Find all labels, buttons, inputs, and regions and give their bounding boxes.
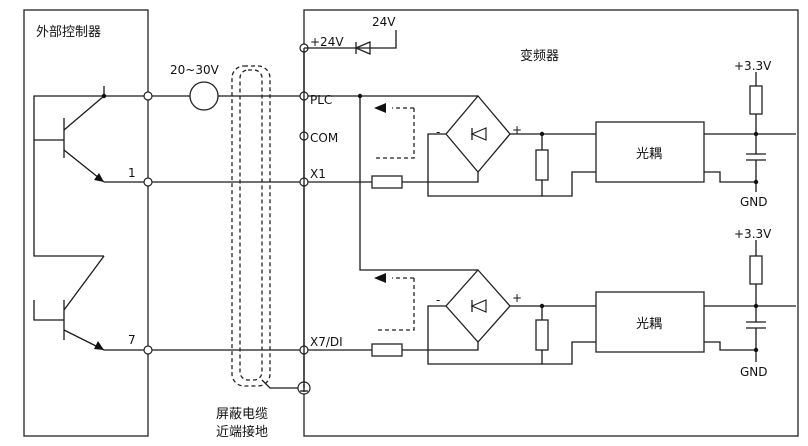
shielded-cable-inner: [239, 69, 263, 381]
bridge-b-minus: -: [436, 293, 440, 307]
optocoupler-b-label: 光耦: [636, 317, 662, 332]
optocoupler-b: [595, 291, 705, 353]
collector-2-wire: [33, 140, 104, 257]
junction-dot: [753, 347, 759, 353]
vfd-label: 变频器: [520, 48, 559, 64]
current-path-a: [376, 108, 415, 159]
shunt-resistor-b: [535, 319, 549, 351]
x7-label: X7/DI: [310, 335, 343, 349]
controller-terminal-7: [143, 345, 153, 355]
voltage-range-label: 20~30V: [170, 63, 220, 77]
shunt-b-return: [427, 350, 543, 365]
plc-label: PLC: [310, 93, 332, 107]
shield-cable-label: 屏蔽电缆: [216, 406, 268, 422]
bridge-b-left-wire: [402, 305, 446, 351]
base-wire-1: [33, 95, 104, 141]
bridge-b-plus: +: [512, 291, 522, 305]
opto-b-cathode-wire: [542, 341, 596, 365]
pullup-resistor-b: [749, 255, 763, 285]
opto-a-gnd-wire: [704, 171, 756, 183]
junction-dot: [753, 303, 759, 309]
power-source-icon: [189, 81, 219, 111]
v33-a-label: +3.3V: [734, 59, 772, 73]
bridge-b-bottom-wire: [428, 342, 479, 351]
com-label: COM: [310, 131, 338, 145]
diode-wire: [304, 30, 397, 49]
shielded-cable-outline: [231, 65, 271, 387]
junction-dot: [753, 131, 759, 137]
optocoupler-a: [595, 121, 705, 183]
plus24v-label: +24V: [310, 35, 344, 49]
external-controller-box: [23, 9, 149, 437]
pullup-resistor-a: [749, 85, 763, 115]
input-resistor-b: [371, 343, 403, 357]
junction-dot: [101, 93, 107, 99]
arrow-a-icon: [374, 103, 386, 113]
diode-icon: [354, 41, 371, 55]
gnd-b-label: GND: [740, 365, 768, 379]
bridge-a-diode: [470, 127, 487, 141]
external-controller-label: 外部控制器: [36, 25, 101, 40]
bridge-a-plus: +: [512, 123, 522, 137]
current-path-b: [376, 278, 415, 331]
opto-a-cathode-wire: [542, 171, 596, 197]
v33-b-label: +3.3V: [734, 227, 772, 241]
terminal-1-label: 1: [128, 166, 136, 180]
controller-terminal-plc: [143, 91, 153, 101]
input-resistor-a: [371, 175, 403, 189]
shunt-resistor-a: [535, 149, 549, 181]
junction-dot: [753, 179, 759, 185]
v24-label: 24V: [372, 15, 396, 29]
base-wire-2: [33, 300, 44, 321]
transistor-1-icon: [44, 95, 105, 183]
vfd-box: [303, 9, 799, 437]
shunt-a-return: [427, 180, 543, 197]
transistor-2-icon: [44, 255, 105, 351]
bridge-a-bottom-wire: [428, 172, 479, 183]
terminal-7-label: 7: [128, 333, 136, 347]
shield-ground-label: 近端接地: [216, 424, 268, 440]
bridge-b-diode: [470, 299, 487, 313]
x1-label: X1: [310, 167, 326, 181]
shield-ground-wire: [261, 379, 300, 389]
optocoupler-a-label: 光耦: [636, 147, 662, 162]
plc-common-line: [308, 95, 478, 271]
gnd-a-label: GND: [740, 195, 768, 209]
opto-b-gnd-wire: [704, 341, 756, 351]
controller-terminal-1: [143, 177, 153, 187]
arrow-b-icon: [374, 273, 386, 283]
bridge-a-minus: -: [436, 125, 440, 139]
bridge-a-left-wire: [402, 133, 446, 183]
